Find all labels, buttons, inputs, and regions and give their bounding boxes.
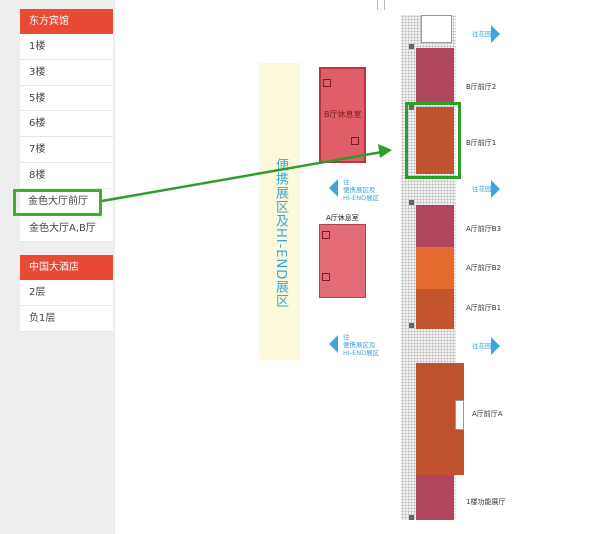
- floor-item-3[interactable]: 3楼: [20, 60, 113, 86]
- direction-garden-3[interactable]: 往花园: [472, 342, 492, 350]
- arrow-right-icon[interactable]: [491, 337, 500, 355]
- direction-garden-2[interactable]: 往花园: [472, 185, 492, 193]
- a-lounge-fixture: [322, 231, 330, 239]
- floor-item-golden-hall-ab[interactable]: 金色大厅A,B厅: [20, 216, 113, 242]
- floor-map: 便携展区及HI-END展区 B厅休息室 往 便携展区及 HI-END展区 A厅休…: [101, 0, 600, 534]
- floor-item-8[interactable]: 8楼: [20, 163, 113, 189]
- b-lounge-fixture: [323, 79, 331, 87]
- hall-block-a-b1[interactable]: [416, 289, 454, 329]
- hall-label-a-b1: A厅前厅B1: [466, 304, 502, 312]
- floor-item-b1[interactable]: 负1层: [20, 306, 113, 332]
- a-lounge-room[interactable]: [319, 224, 366, 298]
- hall-label-b1: B厅前厅1: [466, 139, 497, 147]
- b-lounge-room[interactable]: B厅休息室: [319, 67, 366, 163]
- direction-garden-1[interactable]: 往花园: [472, 30, 492, 38]
- hall-block-b2[interactable]: [416, 48, 454, 105]
- direction-portable-1-line1: 往: [343, 178, 350, 186]
- arrow-right-icon[interactable]: [491, 25, 500, 43]
- b-lounge-label: B厅休息室: [324, 110, 362, 119]
- direction-portable-2-line2: 便携展区及: [343, 341, 376, 349]
- top-door-mark: [377, 0, 385, 10]
- a-lounge-fixture-2: [322, 273, 330, 281]
- floor-item-1[interactable]: 1楼: [20, 34, 113, 60]
- direction-portable-2[interactable]: 往 便携展区及 HI-END展区: [343, 333, 379, 357]
- arrow-left-icon[interactable]: [329, 179, 338, 197]
- direction-portable-1-line3: HI-END展区: [343, 194, 380, 202]
- hall-label-a: A厅前厅A: [472, 410, 503, 418]
- hall-label-b2: B厅前厅2: [466, 83, 497, 91]
- active-hall-highlight: [405, 102, 461, 179]
- floor-item-6[interactable]: 6楼: [20, 111, 113, 138]
- pointer-head: [378, 144, 392, 158]
- direction-portable-2-line1: 往: [343, 333, 350, 341]
- top-utility-box: [421, 15, 452, 43]
- floor-item-5[interactable]: 5楼: [20, 86, 113, 112]
- direction-portable-2-line3: HI-END展区: [343, 349, 380, 357]
- pillar: [409, 515, 414, 520]
- hall-block-a-b3[interactable]: [416, 205, 454, 247]
- portable-area-banner: 便携展区及HI-END展区: [259, 63, 300, 360]
- floor-item-2f[interactable]: 2层: [20, 280, 113, 306]
- hall-a-annex: [455, 400, 464, 430]
- hotel-group-dongfang: 东方宾馆 1楼 3楼 5楼 6楼 7楼 8楼 金色大厅前厅 金色大厅A,B厅: [13, 9, 113, 242]
- floor-sidebar: 东方宾馆 1楼 3楼 5楼 6楼 7楼 8楼 金色大厅前厅 金色大厅A,B厅 中…: [0, 0, 115, 534]
- arrow-left-icon[interactable]: [329, 335, 338, 353]
- floor-item-7[interactable]: 7楼: [20, 137, 113, 163]
- hall-label-a-b2: A厅前厅B2: [466, 264, 502, 272]
- pillar: [409, 44, 414, 49]
- arrow-right-icon[interactable]: [491, 180, 500, 198]
- hall-block-f1[interactable]: [416, 475, 454, 520]
- b-lounge-fixture-2: [351, 137, 359, 145]
- hotel-group-china: 中国大酒店 2层 负1层: [20, 255, 113, 332]
- group-header-dongfang[interactable]: 东方宾馆: [20, 9, 113, 34]
- direction-portable-1[interactable]: 往 便携展区及 HI-END展区: [343, 178, 379, 202]
- hall-label-a-b3: A厅前厅B3: [466, 225, 502, 233]
- pointer-line: [101, 150, 383, 203]
- group-header-china[interactable]: 中国大酒店: [20, 255, 113, 280]
- hall-block-b1[interactable]: [416, 107, 454, 174]
- direction-portable-1-line2: 便携展区及: [343, 186, 376, 194]
- hall-label-f1: 1楼功能展厅: [466, 498, 506, 506]
- portable-area-banner-text: 便携展区及HI-END展区: [273, 158, 288, 309]
- pillar: [409, 105, 414, 110]
- pillar: [409, 323, 414, 328]
- floor-item-golden-hall-foyer[interactable]: 金色大厅前厅: [13, 188, 102, 216]
- pillar: [409, 200, 414, 205]
- a-lounge-label: A厅休息室: [326, 214, 359, 222]
- hall-block-a-b2[interactable]: [416, 247, 454, 289]
